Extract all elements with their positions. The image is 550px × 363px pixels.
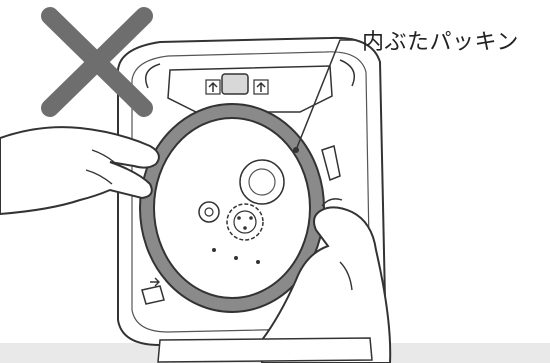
lid-dot: [256, 260, 260, 264]
hinge-latch: [222, 74, 248, 94]
side-tab-left: [142, 286, 164, 304]
cooker-base: [158, 338, 372, 362]
lid-dot: [212, 248, 216, 252]
pressure-valve: [227, 204, 263, 240]
callout-label: 内ぶたパッキン: [362, 24, 519, 56]
inner-lid-plate: [154, 118, 310, 298]
lid-vent-small-inner: [205, 208, 213, 216]
callout-pointer-dot: [293, 147, 299, 153]
lid-vent-large-inner: [249, 169, 275, 195]
lid-dot: [234, 256, 238, 260]
